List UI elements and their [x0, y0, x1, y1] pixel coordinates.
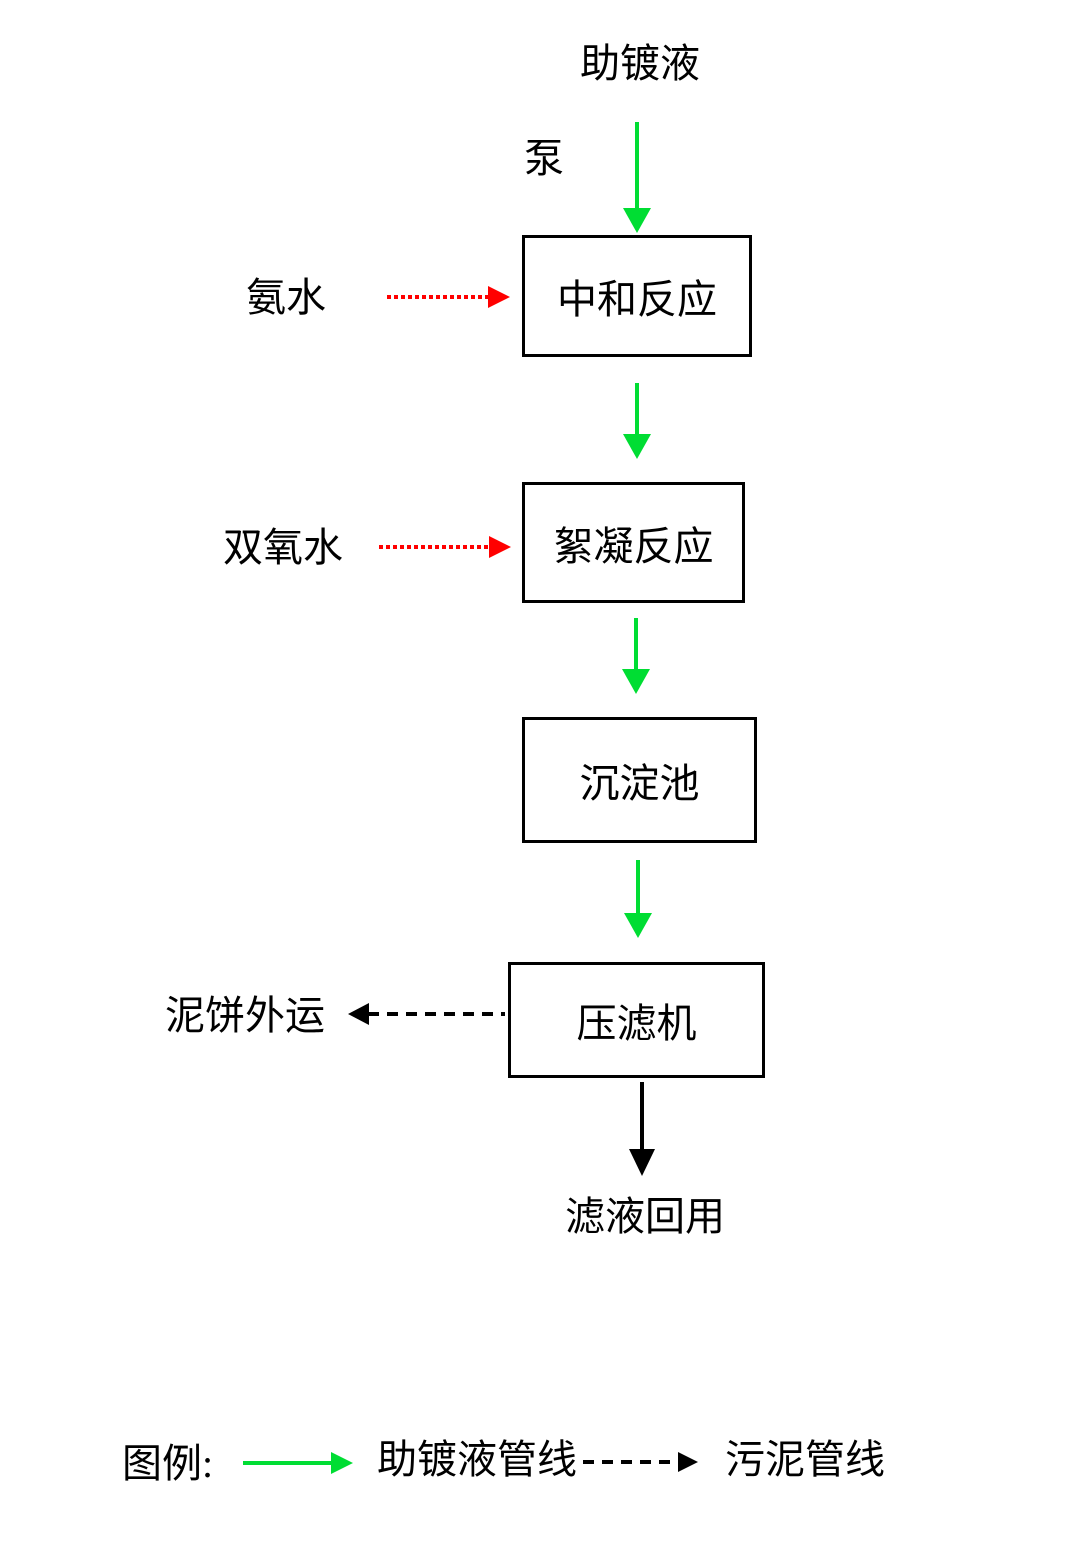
flux-arrow-neutralization-to-flocculation	[623, 383, 651, 459]
box-neutralization-label: 中和反应	[557, 277, 717, 322]
legend-flux-line-label: 助镀液管线	[377, 1437, 577, 1482]
arrow-line	[379, 545, 491, 549]
sludge-arrow-filter-press-to-removal	[348, 1003, 505, 1025]
box-neutralization: 中和反应	[522, 235, 752, 357]
arrow-tail	[635, 122, 639, 210]
arrow-tail	[634, 618, 638, 671]
arrow-line	[368, 1012, 505, 1016]
peroxide-dosing-arrow	[379, 536, 511, 558]
arrowhead-right-icon	[331, 1452, 353, 1474]
filtrate-reuse-label: 滤液回用	[565, 1194, 725, 1239]
source-label: 助镀液	[580, 41, 700, 86]
arrow-line	[583, 1460, 680, 1464]
box-flocculation: 絮凝反应	[522, 482, 745, 603]
arrowhead-down-icon	[623, 208, 651, 233]
arrow-tail	[640, 1082, 644, 1150]
ammonia-dosing-arrow	[387, 286, 510, 308]
ammonia-label: 氨水	[246, 275, 326, 320]
legend-title: 图例:	[122, 1441, 214, 1486]
flux-arrow-source-to-neutralization	[623, 122, 651, 233]
box-filter-press-label: 压滤机	[576, 1001, 697, 1046]
arrowhead-right-icon	[488, 286, 510, 308]
arrowhead-right-icon	[678, 1452, 698, 1472]
arrowhead-down-icon	[623, 434, 651, 459]
hydrogen-peroxide-label: 双氧水	[223, 525, 343, 570]
legend-flux-line-icon	[243, 1452, 353, 1474]
legend-sludge-line-label: 污泥管线	[725, 1437, 885, 1482]
arrowhead-right-icon	[489, 536, 511, 558]
sludge-cake-label: 泥饼外运	[165, 993, 325, 1038]
arrow-line	[243, 1461, 333, 1465]
box-sedimentation-label: 沉淀池	[579, 761, 700, 806]
box-sedimentation-tank: 沉淀池	[522, 717, 757, 843]
flux-arrow-flocculation-to-sedimentation	[622, 618, 650, 694]
box-flocculation-label: 絮凝反应	[553, 523, 714, 569]
arrowhead-left-icon	[348, 1003, 369, 1025]
box-filter-press: 压滤机	[508, 962, 765, 1078]
legend-sludge-line-icon	[583, 1451, 698, 1473]
arrowhead-down-icon	[629, 1149, 655, 1176]
arrowhead-down-icon	[624, 913, 652, 938]
arrowhead-down-icon	[622, 669, 650, 694]
arrow-line	[387, 295, 490, 299]
filtrate-arrow-down	[629, 1082, 655, 1176]
arrow-tail	[635, 383, 639, 436]
pump-label: 泵	[524, 136, 564, 181]
arrow-tail	[636, 860, 640, 915]
flux-arrow-sedimentation-to-filter-press	[624, 860, 652, 938]
